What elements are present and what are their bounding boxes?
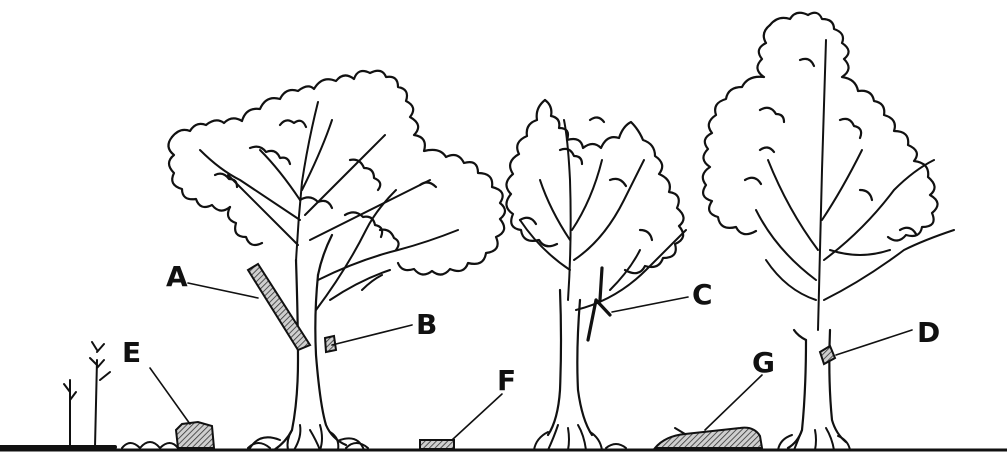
leader-c	[612, 297, 688, 312]
leader-a	[188, 283, 258, 298]
tree-2	[506, 100, 686, 450]
tree-2-trunk	[548, 290, 592, 435]
leader-e	[150, 368, 190, 424]
tree-1	[168, 71, 505, 450]
cut-d-trunk-stub	[820, 346, 835, 364]
label-e: E	[122, 336, 141, 369]
label-c: C	[692, 278, 713, 311]
tree-1-canopy	[168, 71, 505, 275]
label-b: B	[416, 308, 437, 341]
seedlings	[64, 342, 110, 447]
cut-c-crossing-twig	[588, 268, 610, 340]
tree-2-branches	[520, 120, 686, 310]
label-f: F	[497, 364, 516, 397]
leader-d	[836, 330, 912, 355]
leader-b	[332, 325, 412, 345]
leader-g	[705, 375, 762, 430]
label-g: G	[752, 346, 775, 379]
stump-e	[122, 422, 214, 448]
tree-3-trunk	[788, 330, 846, 448]
cut-a-stub-branch	[248, 264, 310, 350]
cut-g-fallen-log	[655, 428, 762, 448]
label-d: D	[917, 316, 940, 349]
cut-g-log-twig	[675, 428, 685, 434]
cut-f-ground-stump	[420, 440, 454, 449]
leader-f	[452, 394, 502, 440]
tree-2-roots	[534, 425, 602, 450]
cut-e-stump	[176, 422, 214, 448]
tree-3	[703, 13, 954, 450]
leader-lines	[150, 283, 912, 440]
tree-2-canopy	[506, 100, 683, 273]
tree-1-branches	[200, 102, 458, 310]
label-a: A	[166, 260, 188, 293]
